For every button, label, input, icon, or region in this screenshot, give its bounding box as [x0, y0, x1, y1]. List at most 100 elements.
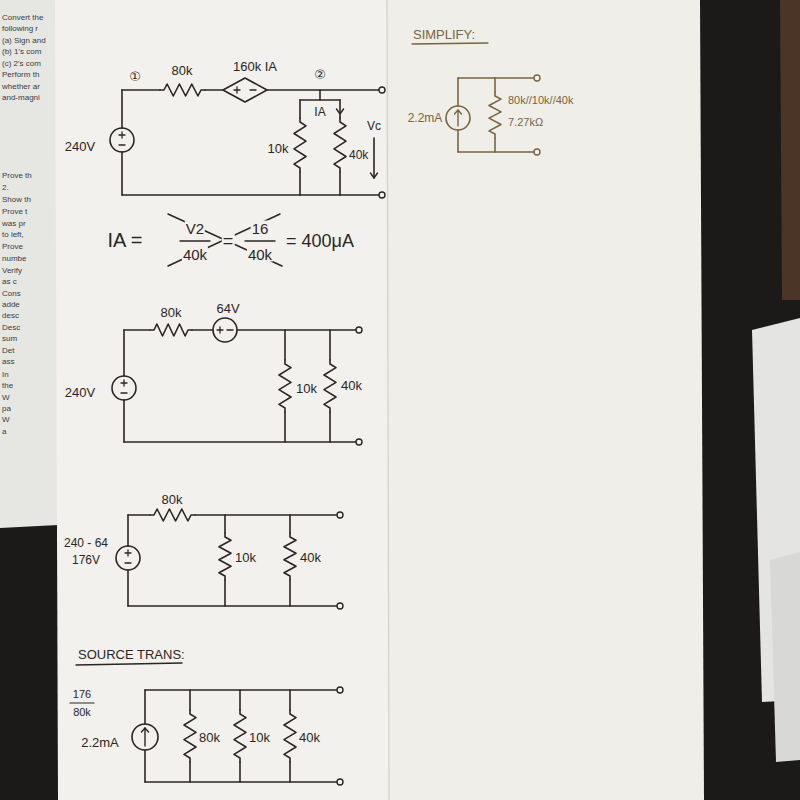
- wire: [284, 330, 286, 360]
- wire: [122, 194, 379, 196]
- wire: [124, 441, 356, 443]
- page-fragment: Prove: [2, 243, 23, 251]
- voltage-source: [112, 376, 136, 400]
- page-fragment: (c) 2's com: [2, 60, 41, 68]
- circuit-label: 176: [73, 689, 91, 700]
- wire: [494, 138, 496, 152]
- circuit-label: SIMPLIFY:: [413, 28, 475, 41]
- page-fragment: adde: [2, 301, 20, 309]
- wire: [300, 99, 340, 101]
- circuit-label: 64V: [216, 302, 239, 315]
- resistor-symbol: [150, 324, 192, 336]
- page-fragment: W: [2, 394, 10, 402]
- heading-underline: [412, 43, 488, 44]
- circuit-label: 240V: [65, 140, 95, 153]
- page-fragment: Verify: [2, 267, 22, 275]
- circuit-label: 40k: [349, 149, 368, 161]
- circuit-label: 2.2mA: [81, 736, 119, 749]
- voltage-source: [116, 546, 140, 570]
- wire: [224, 515, 226, 533]
- terminal: [337, 779, 343, 785]
- wire: [189, 762, 191, 782]
- circuit-label: 40k: [182, 247, 208, 262]
- circuit-label: 80k: [162, 493, 183, 506]
- page-fragment: Perform th: [2, 71, 39, 79]
- circuit-label: 80k: [161, 306, 182, 319]
- circuit-label: Vc: [367, 120, 381, 132]
- wire: [121, 90, 123, 128]
- wire: [289, 580, 291, 606]
- wire: [145, 689, 337, 691]
- heading-underline: [76, 663, 182, 665]
- circuit-label: 10k: [235, 551, 256, 564]
- sheet-fold: [387, 0, 389, 800]
- terminal: [356, 439, 362, 445]
- page-fragment: as c: [2, 278, 17, 286]
- wire: [457, 130, 459, 152]
- resistor-symbol: [234, 710, 246, 762]
- source-arrow: [142, 728, 149, 732]
- wire: [284, 412, 286, 442]
- circuit-label: IA: [314, 106, 325, 118]
- fraction-bar: [180, 240, 210, 241]
- circuit-label: 40k: [300, 551, 321, 564]
- resistor-symbol: [489, 92, 501, 138]
- circuit-label: SOURCE TRANS:: [78, 648, 185, 661]
- note-sheet: [55, 0, 390, 800]
- wire: [192, 329, 213, 331]
- circuit-label: IA =: [106, 230, 143, 250]
- circuit-label: 10k: [249, 731, 270, 744]
- plus-sign: [219, 327, 220, 333]
- wire: [329, 330, 331, 360]
- circuit-label: 80k: [73, 707, 91, 718]
- page-fragment: 2.: [2, 184, 9, 192]
- minus-sign: [125, 562, 131, 563]
- fraction-bar: [70, 702, 94, 703]
- resistor-symbol: [324, 360, 336, 412]
- wire: [339, 172, 341, 195]
- circuit-label: 80k//10k//40k: [508, 95, 573, 106]
- page-fragment: numbe: [2, 255, 26, 263]
- circuit-label: 176V: [72, 554, 100, 566]
- wire: [299, 172, 301, 195]
- wire: [195, 514, 337, 516]
- wire: [128, 514, 150, 516]
- wire: [224, 580, 226, 606]
- arrow-head: [371, 173, 378, 178]
- plus-sign: [121, 132, 122, 138]
- resistor-symbol: [219, 533, 231, 580]
- side-sheet: [770, 552, 800, 762]
- wire: [124, 329, 150, 331]
- circuit-label: 10k: [268, 142, 289, 155]
- wire: [289, 690, 291, 710]
- strike-line: [168, 214, 280, 266]
- resistor-symbol: [284, 710, 296, 762]
- wire: [299, 100, 301, 118]
- wire: [205, 89, 223, 91]
- voltage-arrow: [373, 138, 375, 178]
- circuit-label: 80k: [172, 64, 193, 77]
- page-fragment: was pr: [2, 220, 26, 228]
- circuit-label: V2: [185, 221, 205, 236]
- current-source: [132, 724, 158, 750]
- resistor-symbol: [294, 118, 306, 172]
- page-fragment: whether ar: [2, 83, 40, 91]
- circuit-label: 240 - 64: [64, 537, 108, 549]
- circuit-label: 10k: [296, 382, 317, 395]
- wire: [329, 412, 331, 442]
- fraction-bar: [245, 240, 275, 241]
- page-fragment: desc: [2, 312, 19, 320]
- page-fragment: following r: [2, 25, 38, 33]
- wire: [458, 151, 534, 153]
- wire: [267, 89, 379, 91]
- resistor-symbol: [279, 360, 291, 412]
- page-fragment: (b) 1's com: [2, 48, 41, 56]
- circuit-label: ②: [314, 68, 326, 81]
- terminal: [337, 512, 343, 518]
- page-fragment: In: [2, 371, 9, 379]
- strike-line: [168, 214, 282, 266]
- wire: [289, 762, 291, 782]
- wire: [458, 77, 534, 79]
